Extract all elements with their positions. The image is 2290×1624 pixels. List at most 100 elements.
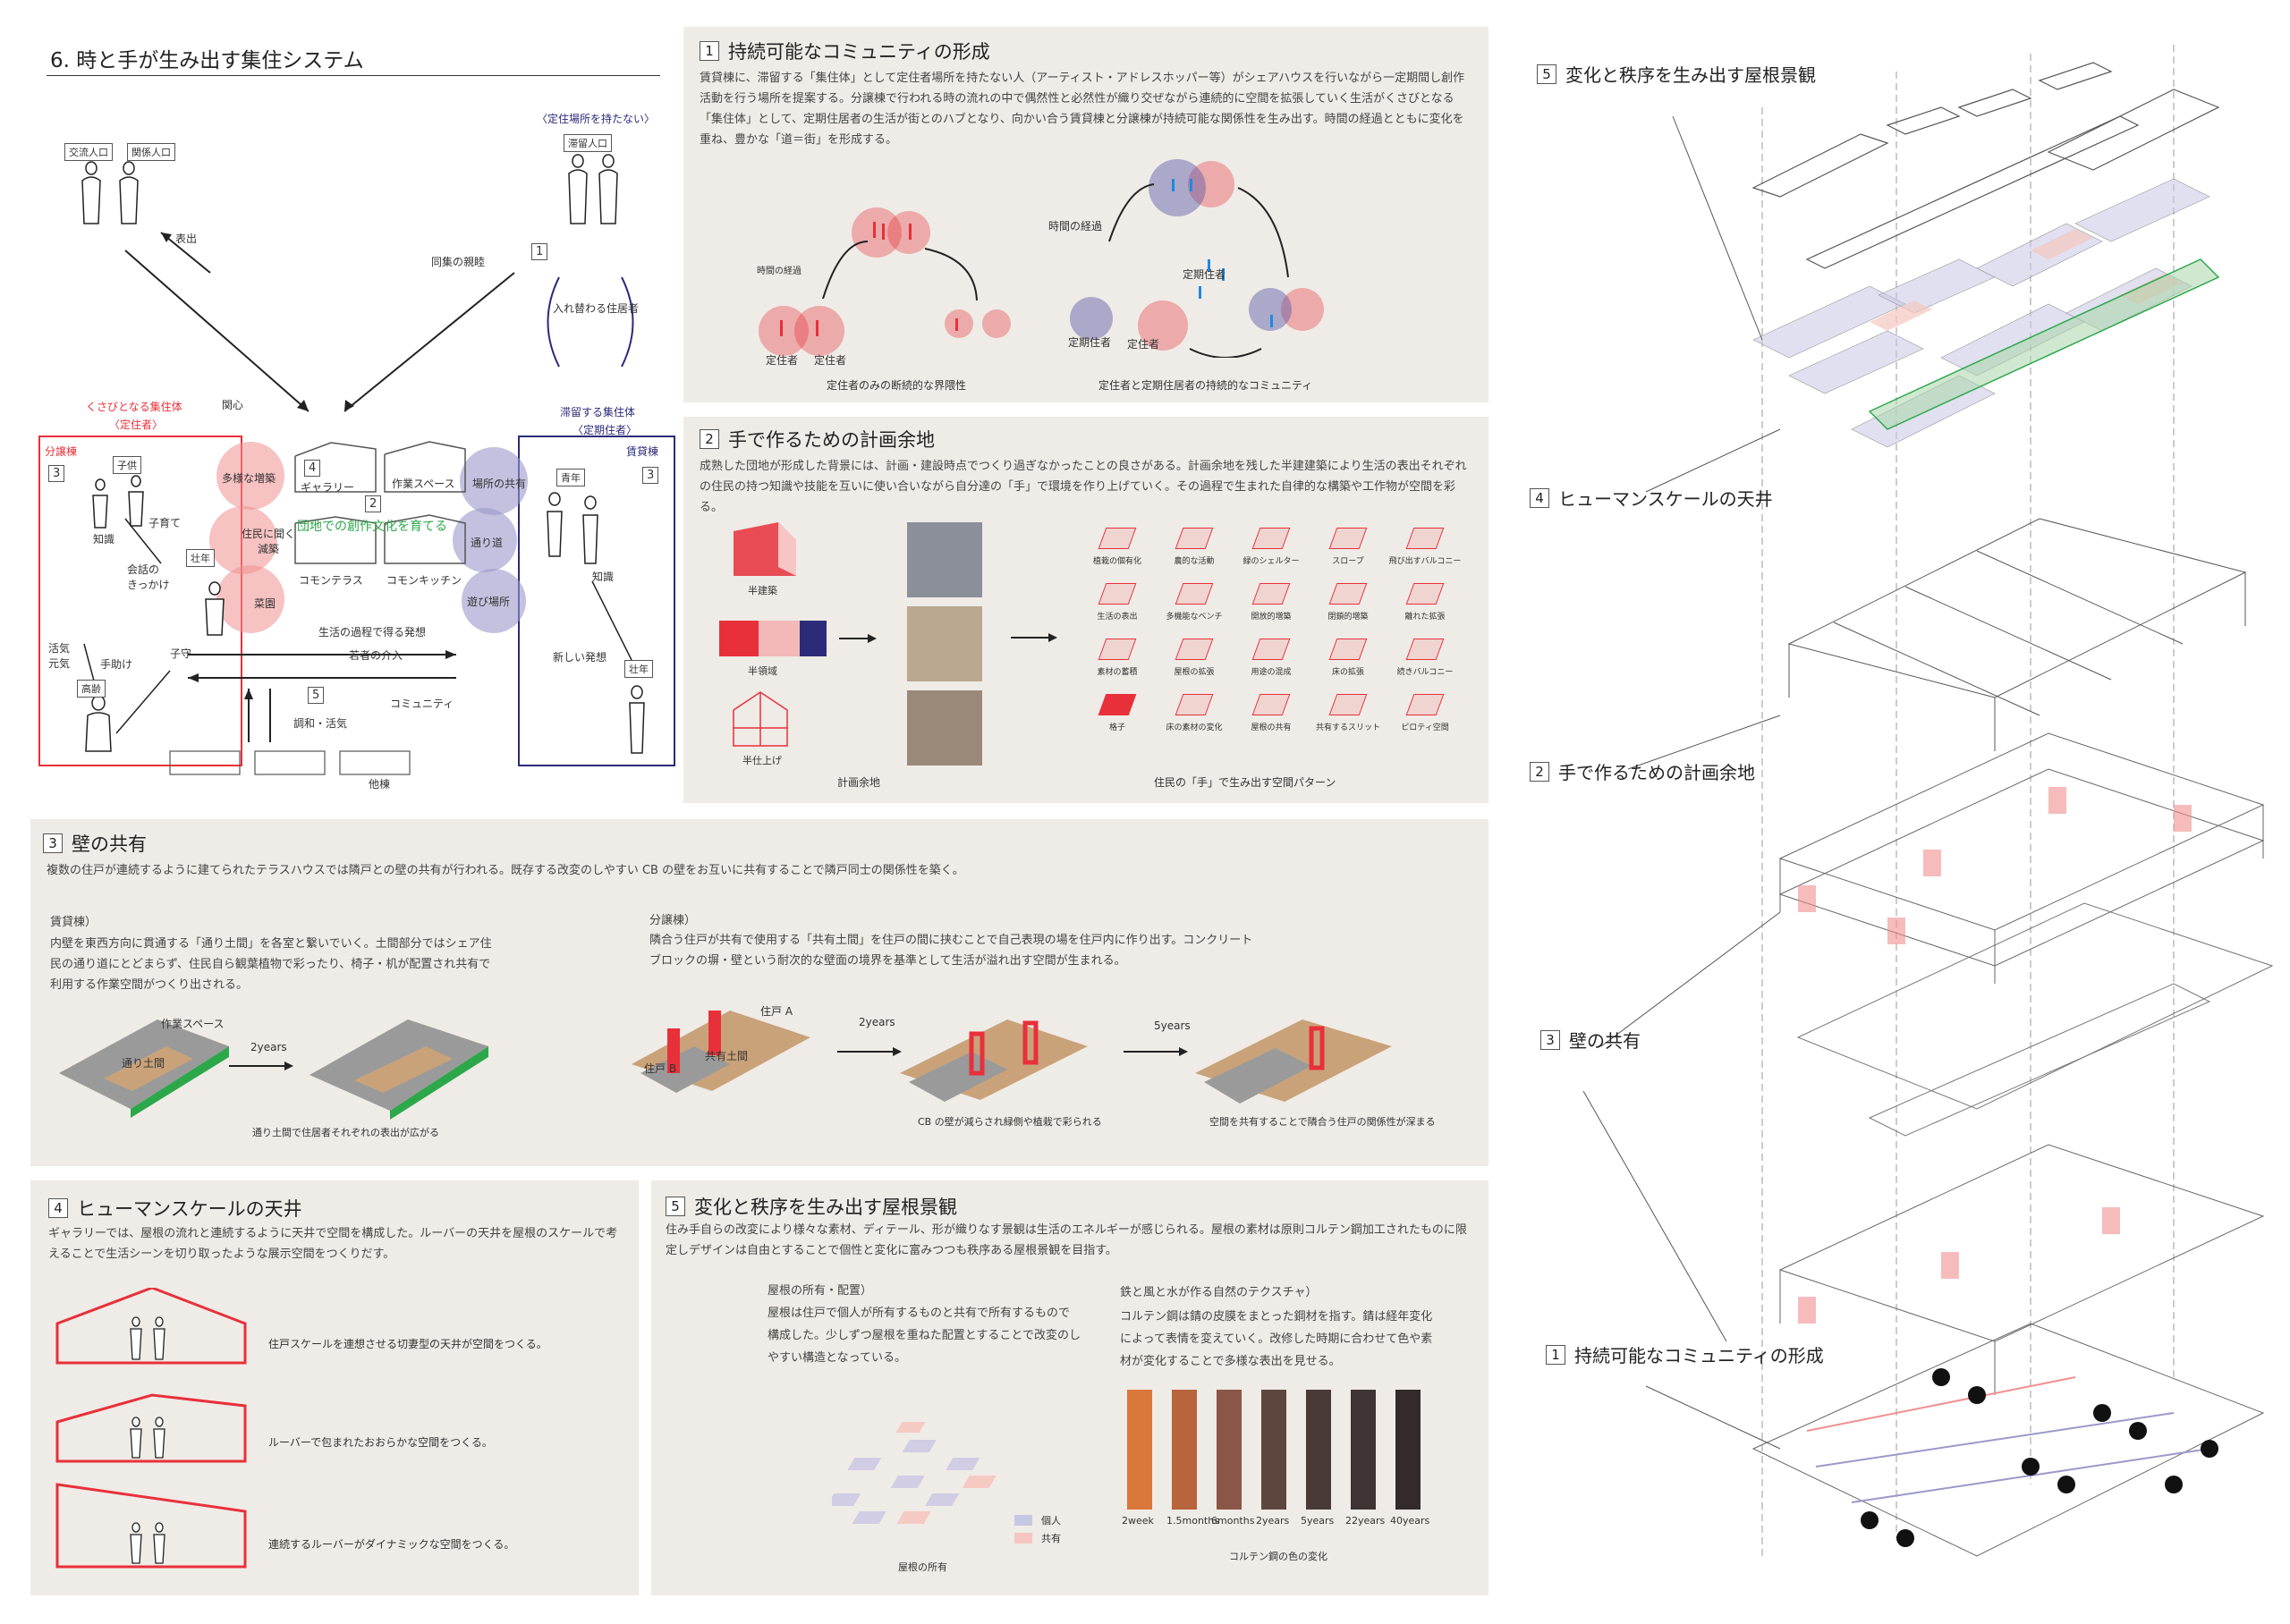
pattern-icon xyxy=(1328,694,1368,715)
section-4-sections xyxy=(55,1288,247,1569)
label-knowledge2: 知識 xyxy=(592,571,615,583)
pattern-icon xyxy=(1175,528,1214,549)
side-label-5-number: 5 xyxy=(1537,63,1556,84)
label-elderly: 高齢 xyxy=(77,680,106,698)
pattern-icon xyxy=(1328,583,1368,605)
pattern-item: 離れた拡張 xyxy=(1387,583,1463,639)
label-child: 子供 xyxy=(113,456,141,474)
section-5-title: 5 変化と秩序を生み出す屋根景観 xyxy=(666,1193,957,1220)
s1-time-elapse-1: 時間の経過 xyxy=(757,266,802,276)
s5-own-text: 屋根は住戸で個人が所有するものと共有で所有するもので構成した。少しずつ屋根を重ね… xyxy=(768,1307,1081,1365)
section-3-number: 3 xyxy=(43,833,63,853)
pattern-label: 続きバルコニー xyxy=(1396,668,1454,677)
s1-caption-1: 定住者のみの断続的な界隈性 xyxy=(827,379,967,392)
label-other-buildings: 他棟 xyxy=(369,778,391,791)
num-3b: 3 xyxy=(642,467,659,484)
pattern-label: 飛び出すバルコニー xyxy=(1388,557,1462,566)
pattern-icon xyxy=(1175,639,1214,660)
label-common-kitchen: コモンキッチン xyxy=(386,574,462,587)
pattern-label: 植栽の個有化 xyxy=(1092,557,1141,566)
s3-2years-b: 2years xyxy=(859,1016,895,1028)
label-settled: 〈定住者〉 xyxy=(109,419,164,431)
s3-unit-b: 住戸 B xyxy=(644,1062,677,1075)
section-3-diagrams xyxy=(59,1011,1392,1120)
pattern-grid: 植栽の個有化農的な活動緑のシェルタースロープ飛び出すバルコニー生活の表出多機能な… xyxy=(1079,528,1463,751)
section-1-diagram xyxy=(759,159,1324,358)
s3-rent-head: 賃貸棟） xyxy=(50,916,98,929)
pattern-icon xyxy=(1328,528,1368,549)
pattern-label: 屋根の共有 xyxy=(1251,723,1292,732)
num-2: 2 xyxy=(365,495,382,512)
corten-swatch-label: 2week xyxy=(1122,1515,1154,1527)
pattern-label: 格子 xyxy=(1108,723,1125,732)
label-gallery: ギャラリー xyxy=(301,481,355,494)
label-adult: 壮年 xyxy=(186,549,215,567)
s5-own-head: 屋根の所有・配置） xyxy=(768,1284,873,1298)
pattern-item: 農的な活動 xyxy=(1156,528,1233,583)
side-label-1: 1 持続可能なコミュニティの形成 xyxy=(1546,1341,1824,1367)
section-1-title: 1 持続可能なコミュニティの形成 xyxy=(700,38,990,64)
s1-settled-2: 定住者 xyxy=(814,354,847,367)
roof-ownership-map xyxy=(832,1422,997,1524)
corten-swatch xyxy=(1127,1390,1152,1510)
side-label-3: 3 壁の共有 xyxy=(1540,1027,1641,1053)
label-workspace: 作業スペース xyxy=(392,478,455,490)
pattern-icon xyxy=(1405,528,1445,549)
side-label-1-number: 1 xyxy=(1546,1344,1565,1365)
num-3a: 3 xyxy=(48,465,65,482)
section-4-panel xyxy=(30,1180,639,1595)
section-1-text: 賃貸棟に、滞留する「集住体」として定住者場所を持たない人（アーティスト・アドレス… xyxy=(700,72,1465,147)
num-5: 5 xyxy=(308,687,325,704)
pattern-icon xyxy=(1098,694,1137,715)
exploded-axonometric xyxy=(1582,45,2274,1557)
corten-swatch-label: 5years xyxy=(1301,1515,1335,1527)
section-4-text: ギャラリーでは、屋根の流れと連続するように天井で空間を構成した。ルーバーの天井を… xyxy=(48,1227,618,1261)
s1-settled-3: 定住者 xyxy=(1127,338,1160,351)
corten-swatch xyxy=(1261,1390,1286,1510)
label-rent-building: 賃貸棟 xyxy=(626,445,659,458)
label-resident-reduction: 住民に聞く 減築 xyxy=(242,528,296,555)
pattern-icon xyxy=(1251,528,1291,549)
pattern-icon xyxy=(1251,583,1291,605)
label-through-road: 通り道 xyxy=(471,537,504,549)
pattern-icon xyxy=(1405,639,1445,660)
section-3-text: 複数の住戸が連続するように建てられたテラスハウスでは隣戸との壁の共有が行われる。… xyxy=(47,864,964,877)
legend-private-label: 個人 xyxy=(1041,1515,1061,1527)
s4-row-1: 住戸スケールを連想させる切妻型の天井が空間をつくる。 xyxy=(268,1338,547,1350)
s3-shared-doma: 共有土間 xyxy=(705,1050,749,1062)
corten-swatch-label: 40years xyxy=(1390,1515,1430,1527)
label-affinity: 同集の親睦 xyxy=(431,256,486,268)
side-label-4: 4 ヒューマンスケールの天井 xyxy=(1530,485,1773,511)
pattern-icon xyxy=(1098,528,1137,549)
section-2-left-diagram xyxy=(719,522,982,765)
pattern-item: 共有するスリット xyxy=(1310,694,1387,749)
pattern-icon xyxy=(1098,583,1137,605)
pattern-item: 閉鎖的増築 xyxy=(1310,583,1387,639)
label-harmony: 調和・活気 xyxy=(293,717,348,730)
pattern-label: 閉鎖的増築 xyxy=(1327,613,1369,622)
label-youth: 青年 xyxy=(556,469,585,486)
legend-shared-label: 共有 xyxy=(1041,1533,1061,1544)
side-label-4-text: ヒューマンスケールの天井 xyxy=(1558,488,1773,510)
pattern-item: 屋根の拡張 xyxy=(1156,639,1233,694)
pattern-icon xyxy=(1098,639,1137,660)
pattern-icon xyxy=(1251,639,1291,660)
s1-periodic-left: 定期住者 xyxy=(1068,336,1112,349)
s1-settled-1: 定住者 xyxy=(766,354,799,367)
s5-own-caption: 屋根の所有 xyxy=(898,1561,947,1573)
section-4-title: 4 ヒューマンスケールの天井 xyxy=(48,1195,302,1222)
side-label-2-text: 手で作るための計画余地 xyxy=(1558,762,1755,783)
label-adult2: 壮年 xyxy=(624,660,653,678)
num-1: 1 xyxy=(531,243,548,260)
section-2-number: 2 xyxy=(700,429,719,449)
pattern-label: 開放的増築 xyxy=(1251,613,1292,622)
label-interaction: 交流人口 xyxy=(64,143,113,161)
pattern-label: 生活の表出 xyxy=(1097,613,1138,622)
corten-swatch xyxy=(1351,1390,1376,1510)
side-label-5-text: 変化と秩序を生み出す屋根景観 xyxy=(1565,64,1816,86)
pattern-label: スロープ xyxy=(1332,557,1364,566)
pattern-item: 素材の蓄積 xyxy=(1079,639,1156,694)
pattern-label: 床の素材の変化 xyxy=(1166,723,1223,732)
label-new-idea: 新しい発想 xyxy=(553,651,607,664)
